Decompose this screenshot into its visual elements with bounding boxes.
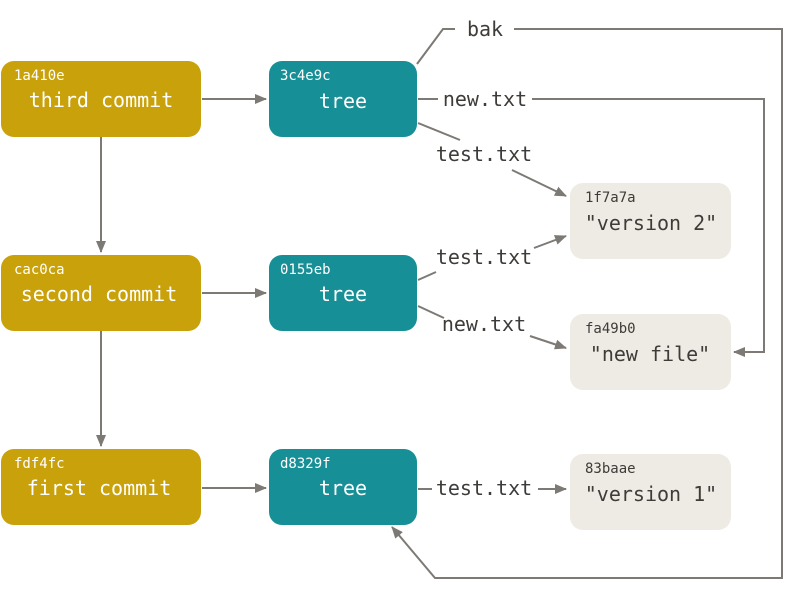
- commit-node-third: 1a410e third commit: [1, 61, 201, 137]
- tree-label: tree: [319, 476, 367, 500]
- bak-edge-stub: [416, 28, 455, 65]
- test-txt-mid-edge-route: [533, 235, 567, 249]
- edge-label-new-txt-mid: new.txt: [442, 312, 526, 336]
- tree-hash: 3c4e9c: [280, 68, 331, 84]
- blob-hash: 83baae: [585, 461, 636, 477]
- commit-hash: 1a410e: [14, 68, 65, 84]
- test-txt-mid-edge-stub: [417, 271, 437, 281]
- edge-label-test-txt-top: test.txt: [436, 142, 532, 166]
- edges: [96, 28, 783, 579]
- blob-node-1f7a7a: 1f7a7a "version 2": [570, 183, 731, 259]
- bak-edge-route: [391, 28, 783, 579]
- blob-content: "version 2": [585, 211, 717, 235]
- new-txt-mid-edge-stub: [417, 305, 445, 319]
- new-txt-top-edge-route: [532, 98, 765, 357]
- tree-node-0155eb: 0155eb tree: [269, 255, 417, 331]
- test-txt-top-edge-stub: [417, 122, 461, 141]
- edge-label-test-txt-mid: test.txt: [436, 245, 532, 269]
- blob-hash: 1f7a7a: [585, 190, 636, 206]
- tree-hash: d8329f: [280, 456, 331, 472]
- tree-label: tree: [319, 89, 367, 113]
- commit-message: first commit: [27, 476, 172, 500]
- edge-label-bak: bak: [467, 17, 503, 41]
- tree-hash: 0155eb: [280, 262, 331, 278]
- tree-node-3c4e9c: 3c4e9c tree: [269, 61, 417, 137]
- commit-hash: cac0ca: [14, 262, 65, 278]
- blob-content: "new file": [590, 342, 710, 366]
- blob-content: "version 1": [585, 482, 717, 506]
- test-txt-top-edge-route: [511, 169, 567, 197]
- commit-hash: fdf4fc: [14, 456, 65, 472]
- edge-label-test-txt-bottom: test.txt: [436, 476, 532, 500]
- tree-node-d8329f: d8329f tree: [269, 449, 417, 525]
- edge-label-new-txt-top: new.txt: [443, 87, 527, 111]
- commit-node-first: fdf4fc first commit: [1, 449, 201, 525]
- commit-node-second: cac0ca second commit: [1, 255, 201, 331]
- commit-message: third commit: [29, 88, 174, 112]
- blob-hash: fa49b0: [585, 321, 636, 337]
- edge-labels: bak new.txt test.txt test.txt new.txt te…: [436, 17, 532, 500]
- blob-node-83baae: 83baae "version 1": [570, 454, 731, 530]
- commit-message: second commit: [21, 282, 178, 306]
- new-txt-mid-edge-route: [529, 335, 567, 350]
- blob-node-fa49b0: fa49b0 "new file": [570, 314, 731, 390]
- tree-label: tree: [319, 282, 367, 306]
